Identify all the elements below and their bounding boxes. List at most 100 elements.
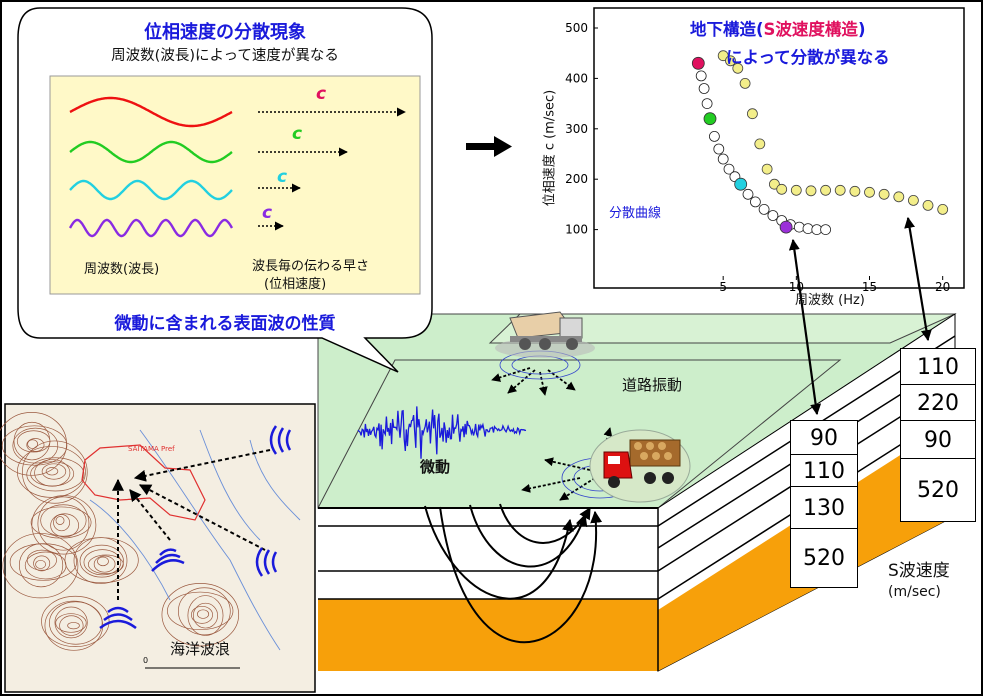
layer-2-front: [318, 526, 658, 571]
series-2-point: [754, 138, 766, 150]
map-pref-label: SAITAMA Pref: [128, 445, 175, 453]
microtremor-waveform: [357, 406, 527, 459]
chart-marks: [691, 50, 949, 236]
highlight-point: [734, 177, 748, 191]
c-label-2: c: [292, 124, 303, 144]
series-1-point: [695, 70, 707, 82]
layer-1-front: [318, 508, 658, 526]
series-2-point: [776, 183, 788, 195]
speed-label-1: 波長毎の伝わる早さ: [252, 259, 370, 274]
series-2-point: [732, 62, 744, 74]
series-1-point: [698, 83, 710, 94]
wave-purple: [68, 218, 234, 238]
structure-title-line2: によって分散が異なる: [726, 48, 890, 67]
series-1-point: [793, 221, 805, 233]
bubble-subtitle: 周波数(波長)によって速度が異なる: [111, 48, 339, 64]
wave-cyan: [69, 179, 233, 201]
profile-left-layer-2: 110: [790, 454, 858, 488]
ocean-wave-label: 海洋波浪: [170, 640, 231, 658]
y-tick-label: 300: [565, 122, 588, 136]
c-label-3: c: [277, 167, 288, 187]
x-tick-label: 15: [862, 280, 877, 294]
y-tick-label: 400: [565, 71, 588, 85]
series-2-point: [820, 184, 831, 196]
series-1-point: [713, 143, 725, 155]
series-2-point: [937, 203, 949, 215]
bubble-footer: 微動に含まれる表面波の性質: [114, 314, 336, 334]
series-1-point: [701, 98, 713, 109]
series-2-point: [790, 184, 802, 196]
vs-title: S波速度: [888, 561, 950, 581]
series-2-point: [805, 185, 817, 197]
highlight-point: [703, 112, 717, 126]
series-1-point: [758, 203, 770, 215]
structure-title-line1: 地下構造(S波速度構造): [690, 20, 866, 39]
map-contours: [0, 412, 240, 651]
map-inset: [0, 403, 316, 693]
wave-red: [69, 96, 233, 128]
series-2-point: [717, 50, 729, 62]
profile-right-layer-1: 110: [900, 348, 976, 386]
series-2-point: [908, 194, 919, 206]
bubble-title: 位相速度の分散現象: [144, 22, 306, 43]
series-2-point: [747, 108, 758, 120]
x-tick-label: 5: [719, 280, 727, 294]
series-2-point: [893, 191, 905, 203]
series-1-point: [723, 163, 735, 175]
x-tick-label: 20: [935, 280, 950, 294]
series-1-point: [742, 188, 754, 200]
series-2-point: [878, 188, 890, 200]
speed-label-2: (位相速度): [264, 277, 327, 292]
profile-left-layer-4: 520: [790, 528, 858, 588]
ocean-arrows: [112, 449, 271, 600]
map-scale-zero: 0: [143, 656, 149, 665]
series-1-point: [709, 130, 720, 142]
wave-label: 周波数(波長): [84, 262, 160, 277]
saitama-border: [81, 444, 206, 521]
layer-3-front: [318, 571, 658, 599]
chart-ylabel: 位相速度 c (m/sec): [542, 89, 558, 207]
profile-left-layer-1: 90: [790, 420, 858, 456]
series-2-point: [864, 186, 875, 198]
series-1-point: [750, 196, 761, 208]
wave-green: [69, 140, 233, 164]
series-2-point: [769, 178, 780, 190]
highlight-point: [779, 220, 793, 234]
big-arrow-right: [466, 136, 512, 157]
series-1-point: [820, 224, 831, 236]
chart-xlabel: 周波数 (Hz): [795, 293, 865, 308]
c-label-1: c: [316, 84, 327, 104]
map-rivers: [89, 429, 301, 651]
series-2-point: [761, 163, 773, 175]
y-tick-label: 500: [565, 21, 588, 35]
speed-arrows: [258, 107, 406, 231]
c-label-4: c: [262, 203, 273, 223]
logging-truck-icon: [589, 429, 691, 503]
y-tick-label: 100: [565, 223, 588, 237]
wave-paths: [424, 503, 603, 644]
highlight-point: [691, 56, 705, 70]
y-tick-label: 200: [565, 172, 588, 186]
layer-4-front: [318, 599, 658, 671]
dump-truck-icon: [495, 311, 595, 358]
speech-bubble: [17, 7, 433, 373]
profile-right-layer-3: 90: [900, 420, 976, 460]
profile-right-layer-2: 220: [900, 384, 976, 422]
series-2-point: [739, 78, 751, 89]
series-1-point: [717, 153, 729, 165]
microtremor-label: 微動: [420, 458, 451, 476]
profile-left-layer-3: 130: [790, 486, 858, 530]
series-2-point: [849, 185, 861, 197]
ocean-wave-icons: [99, 425, 292, 630]
series-2-point: [725, 55, 736, 67]
vs-unit: (m/sec): [888, 584, 941, 600]
series-2-point: [834, 184, 846, 196]
chart-annotation: 分散曲線: [609, 206, 662, 221]
profile-right-layer-4: 520: [900, 458, 976, 522]
series-2-point: [922, 199, 934, 211]
road-vibration-label: 道路振動: [622, 376, 683, 394]
